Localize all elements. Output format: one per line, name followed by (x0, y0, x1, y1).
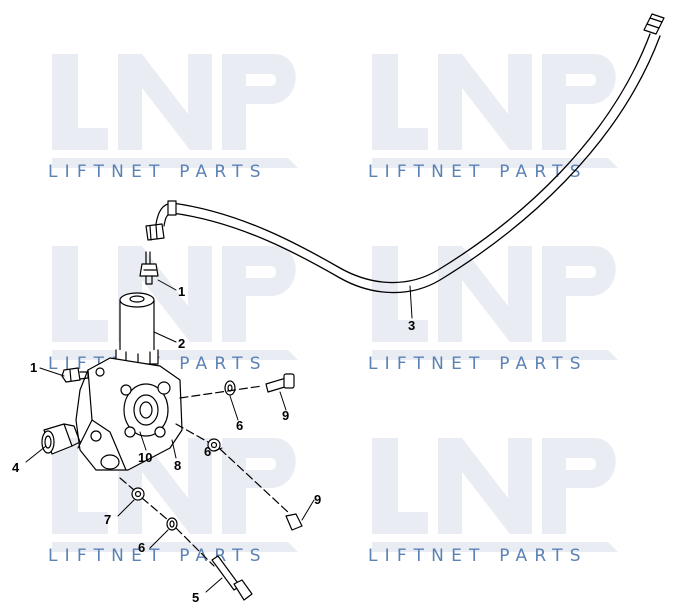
hose-assembly (145, 13, 665, 294)
valve-body (75, 357, 183, 471)
port-plug-fitting (41, 423, 81, 455)
watermark-tile: LIFTNET PARTS (48, 242, 308, 412)
washer-upper (224, 380, 236, 396)
callout-label: 3 (408, 318, 415, 333)
callout-label: 1 (30, 360, 37, 375)
callout-label: 7 (104, 512, 111, 527)
hose-end-fitting (643, 13, 665, 35)
callout-label: 6 (236, 418, 243, 433)
watermark-text: LIFTNET PARTS (48, 546, 268, 566)
watermark-text: LIFTNET PARTS (368, 354, 588, 374)
washer-lower (131, 487, 145, 501)
washer-center (207, 438, 221, 452)
hose-swivel-nut (145, 223, 165, 241)
elbow-fitting-upper (139, 251, 159, 285)
bolt-upper (265, 373, 295, 393)
callout-label: 2 (178, 336, 185, 351)
fitting-left (61, 367, 89, 383)
lnp-logo-watermark (372, 246, 618, 360)
callout-label: 9 (314, 492, 321, 507)
watermark-tile: LIFTNET PARTS (368, 434, 628, 604)
lnp-logo-watermark (372, 438, 618, 552)
callout-label: 9 (282, 408, 289, 423)
watermark-tile: LIFTNET PARTS (48, 434, 308, 604)
watermark-text: LIFTNET PARTS (48, 162, 268, 182)
watermark-text: LIFTNET PARTS (368, 162, 588, 182)
watermark-tile: LIFTNET PARTS (368, 242, 628, 412)
callout-label: 6 (204, 444, 211, 459)
long-bolt (211, 555, 253, 601)
solenoid-valve (115, 292, 159, 367)
bolt-lower-right (285, 513, 303, 531)
washer-bottom (166, 517, 178, 531)
watermark-tile: LIFTNET PARTS (368, 50, 628, 220)
watermark-tile: LIFTNET PARTS (48, 50, 308, 220)
assembly-line (179, 385, 263, 399)
callout-label: 4 (12, 460, 20, 475)
callout-label: 1 (178, 284, 185, 299)
assembly-line (175, 423, 291, 515)
callout-label: 10 (138, 450, 152, 465)
leader-lines (25, 279, 413, 593)
callout-label: 5 (192, 590, 199, 605)
assembly-line (119, 477, 215, 567)
watermark-text: LIFTNET PARTS (368, 546, 588, 566)
callout-label: 6 (138, 540, 145, 555)
lnp-logo-watermark (372, 54, 618, 168)
callout-label: 8 (174, 458, 181, 473)
lnp-logo-watermark (52, 54, 298, 168)
